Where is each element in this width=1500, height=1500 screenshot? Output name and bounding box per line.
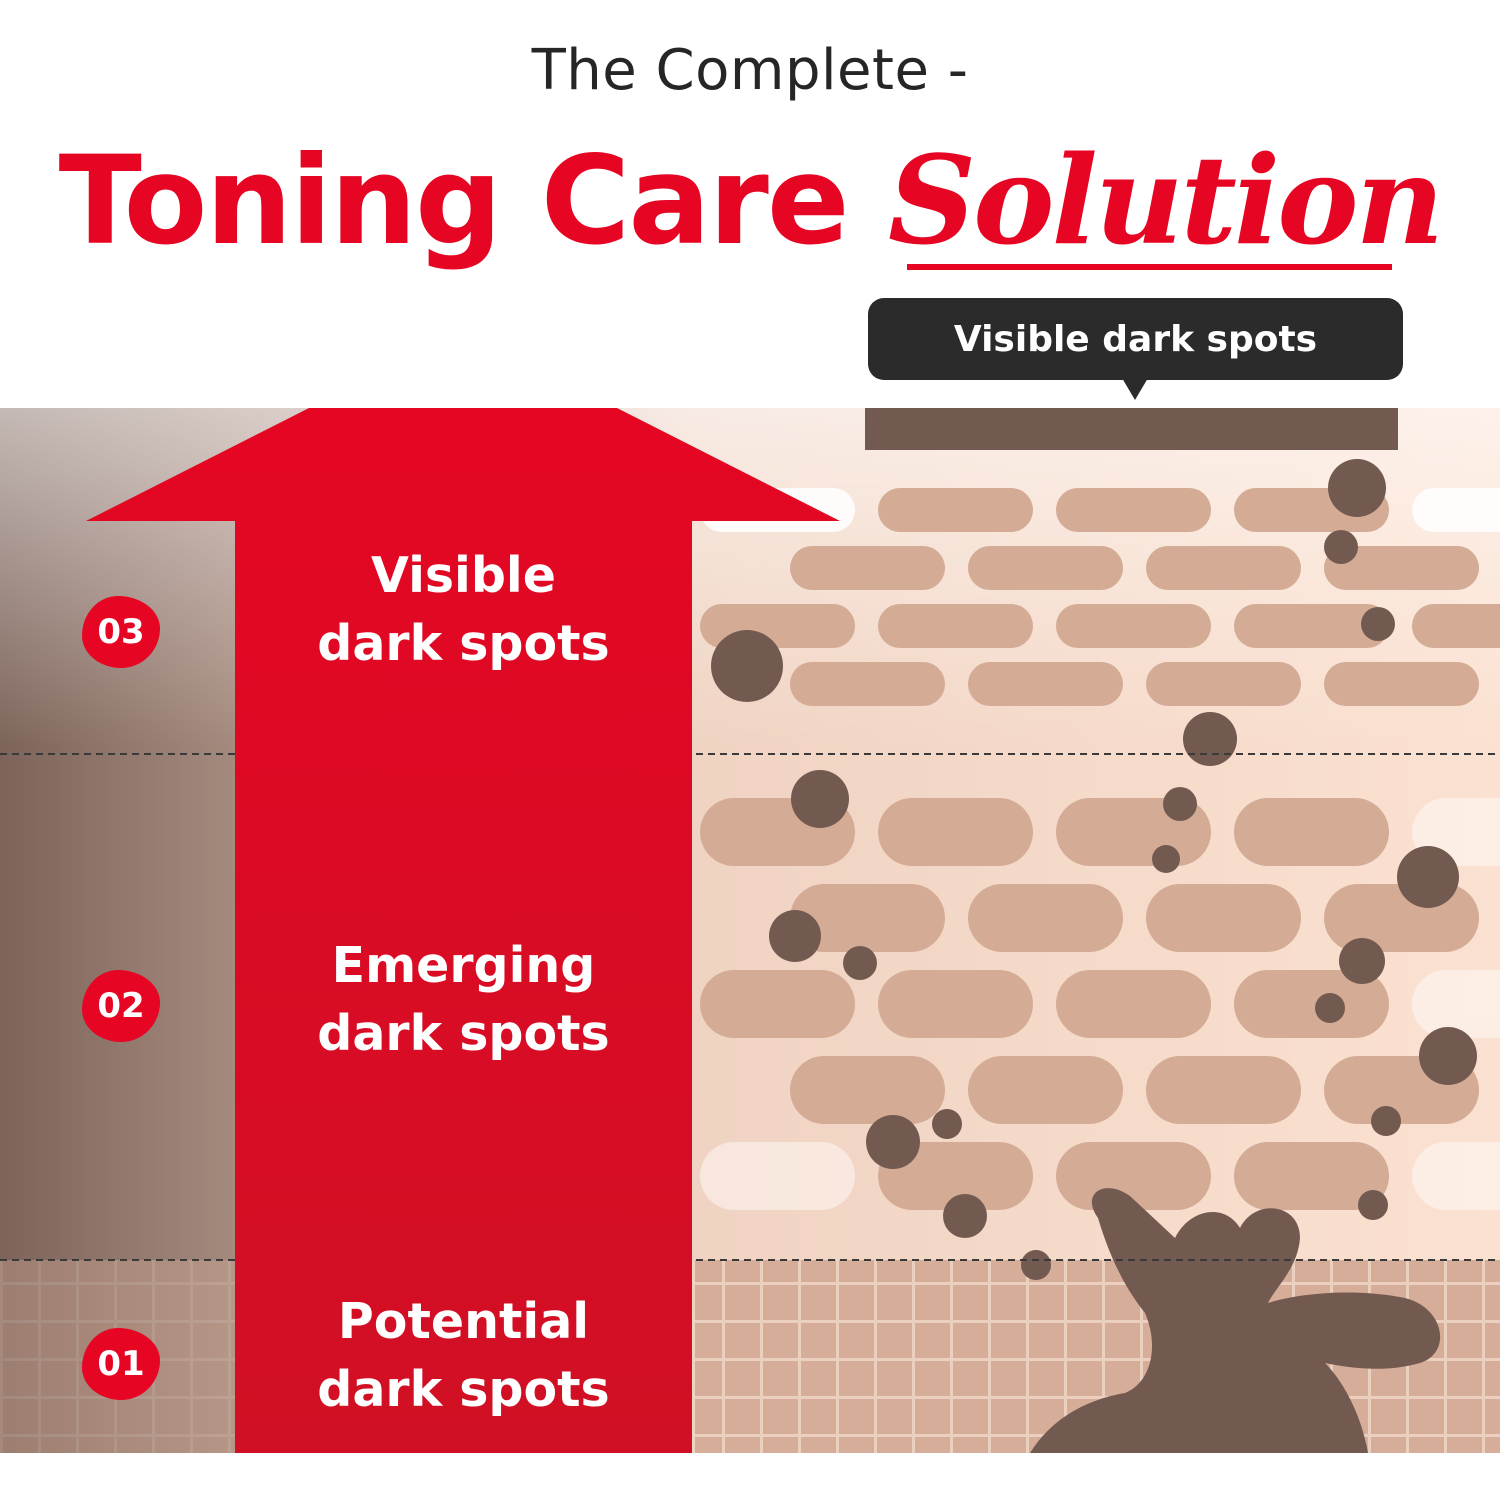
progression-arrow: [86, 408, 840, 1453]
step-02-badge: 02: [82, 970, 160, 1042]
surface-dark-band: [865, 408, 1398, 450]
step-03-badge: 03: [82, 596, 160, 668]
skin-cells-middle-faint: [700, 798, 1500, 1210]
title-underline: [907, 264, 1392, 270]
step-02-line2: dark spots: [317, 1005, 610, 1062]
step-02-line1: Emerging: [331, 937, 596, 994]
callout-bubble: Visible dark spots: [868, 298, 1403, 380]
step-02-label: Emerging dark spots: [235, 932, 692, 1068]
step-01-line1: Potential: [337, 1293, 590, 1350]
page-title: Toning Care Solution: [0, 128, 1500, 272]
kicker-text: The Complete -: [531, 38, 969, 103]
step-03-line1: Visible: [371, 547, 556, 604]
title-main: Toning Care: [58, 130, 889, 272]
dark-spot-splash: [1030, 1188, 1441, 1453]
step-03-line2: dark spots: [317, 615, 610, 672]
title-emphasis: Solution: [888, 128, 1444, 272]
step-01-badge: 01: [82, 1328, 160, 1400]
step-01-line2: dark spots: [317, 1361, 610, 1418]
dark-spots: [711, 459, 1477, 1280]
step-03-label: Visible dark spots: [235, 542, 692, 678]
skin-cells-upper: [700, 488, 1500, 706]
callout-pointer: [1122, 378, 1148, 400]
skin-layers-illustration: [0, 408, 1500, 1453]
step-01-label: Potential dark spots: [235, 1288, 692, 1424]
